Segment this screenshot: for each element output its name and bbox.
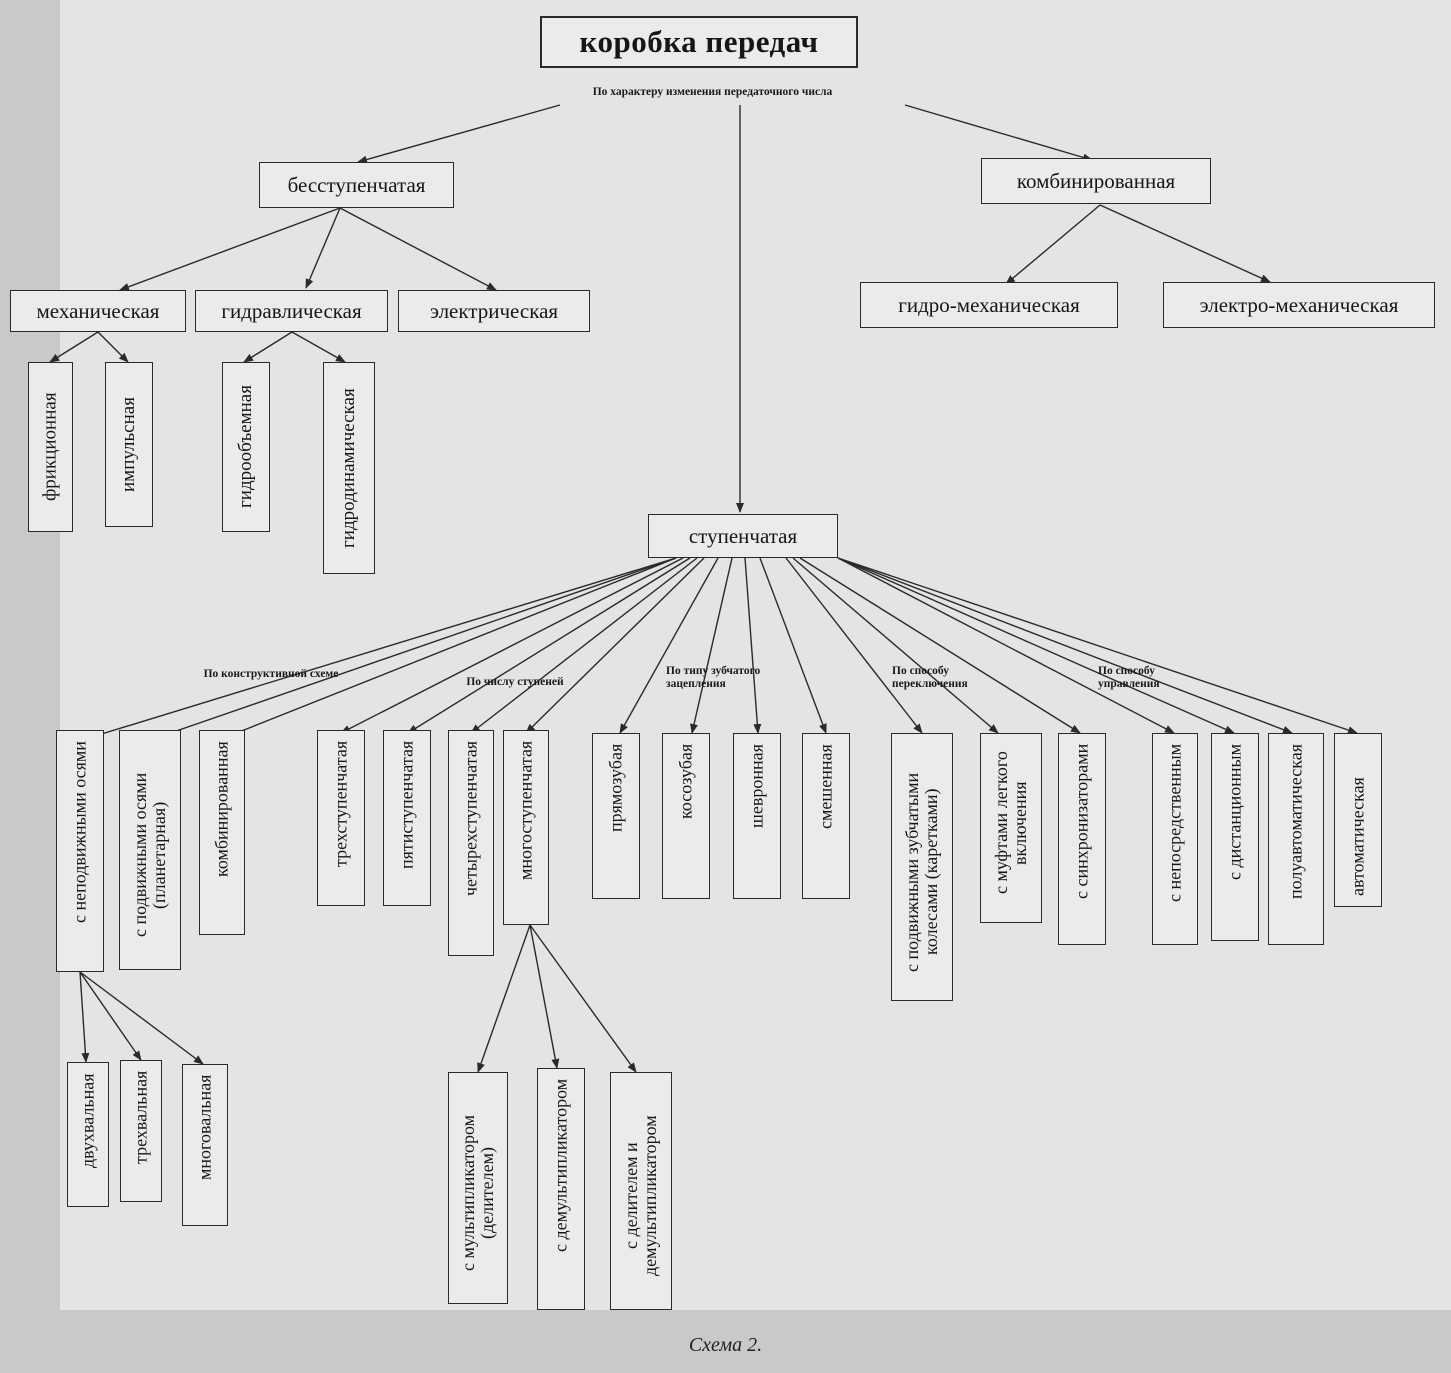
node-three-step: трехступенчатая — [317, 730, 365, 906]
criterion-shifting-label: По способу переключения — [892, 665, 968, 691]
node-mixed: смешенная — [802, 733, 850, 899]
root-node-gearbox: коробка передач — [540, 16, 858, 68]
criterion-gear-mesh-label: По типу зубчатого зацепления — [666, 665, 761, 691]
node-hydrodynamic: гидродинамическая — [323, 362, 375, 574]
node-stepped: ступенчатая — [648, 514, 838, 558]
node-herringbone: шевронная — [733, 733, 781, 899]
node-impulse: импульсная — [105, 362, 153, 527]
node-multi-step: многоступенчатая — [503, 730, 549, 925]
node-direct: с непосредственным — [1152, 733, 1198, 945]
node-five-step: пятиступенчатая — [383, 730, 431, 906]
figure-caption: Схема 2. — [688, 1334, 763, 1356]
criterion-control-label: По способу управления — [1098, 665, 1160, 691]
node-electric: электрическая — [398, 290, 590, 332]
node-friction: фрикционная — [28, 362, 73, 532]
node-hydraulic: гидравлическая — [195, 290, 388, 332]
node-synchronizers: с синхронизаторами — [1058, 733, 1106, 945]
node-automatic: автоматическая — [1334, 733, 1382, 907]
node-helical: косозубая — [662, 733, 710, 899]
node-electro-mechanical: электро-механическая — [1163, 282, 1435, 328]
node-semi-auto: полуавтоматическая — [1268, 733, 1324, 945]
criterion-ratio-label: По характеру изменения передаточного чис… — [592, 86, 833, 98]
node-stepless: бесступенчатая — [259, 162, 454, 208]
node-combined: комбинированная — [981, 158, 1211, 204]
node-combined-design: комбинированная — [199, 730, 245, 935]
node-fixed-axes: с неподвижными осями — [56, 730, 104, 972]
node-remote: с дистанционным — [1211, 733, 1259, 941]
node-spur: прямозубая — [592, 733, 640, 899]
node-hydrostatic: гидрообъемная — [222, 362, 270, 532]
criterion-design-label: По конструктивной схеме — [203, 668, 339, 680]
node-divider-demultiplier: с делителем и демультипликатором — [610, 1072, 672, 1310]
criterion-steps-label: По числу ступеней — [466, 676, 564, 688]
node-sliding-gears: с подвижными зубчатыми колесами (каретка… — [891, 733, 953, 1001]
node-two-shaft: двухвальная — [67, 1062, 109, 1207]
node-mechanical: механическая — [10, 290, 186, 332]
node-moving-axes: с подвижными осями (планетарная) — [119, 730, 181, 970]
node-four-step: четырехступенчатая — [448, 730, 494, 956]
node-three-shaft: трехвальная — [120, 1060, 162, 1202]
node-demultiplier: с демультипликатором — [537, 1068, 585, 1310]
node-hydro-mechanical: гидро-механическая — [860, 282, 1118, 328]
node-easy-clutches: с муфтами легкого включения — [980, 733, 1042, 923]
node-multi-shaft: многовальная — [182, 1064, 228, 1226]
node-multiplier: с мультипликатором (делителем) — [448, 1072, 508, 1304]
